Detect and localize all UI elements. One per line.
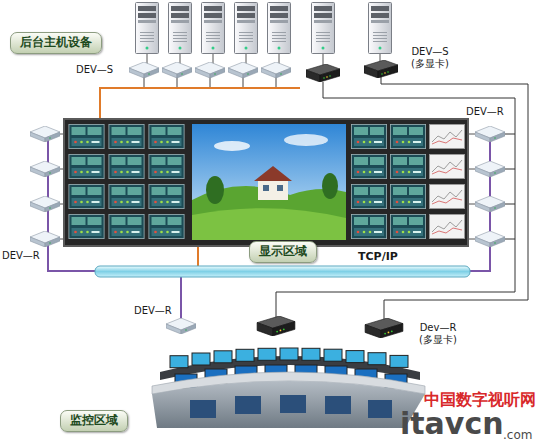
region-label: 监控区域 [60, 410, 128, 432]
device-label: DEV—S (多显卡) [404, 46, 456, 69]
watermark: itavcn [400, 409, 504, 439]
watermark: 中国数字视听网 [424, 391, 536, 409]
sender-devices [129, 60, 398, 82]
video-wall [63, 118, 469, 247]
region-title: 显示区域 [259, 244, 307, 260]
control-console [152, 348, 425, 428]
device-label: DEV—R [134, 305, 172, 317]
network-label: TCP/IP [358, 251, 398, 264]
region-label: 显示区域 [249, 241, 317, 263]
device-label: DEV—R [466, 106, 504, 118]
host-servers [136, 3, 392, 54]
region-title: 监控区域 [70, 413, 118, 429]
device-label: DEV—S [76, 64, 113, 76]
watermark: .com [503, 429, 532, 443]
device-label: Dev—R (多显卡) [412, 322, 464, 345]
receiver-devices [30, 126, 505, 338]
region-title: 后台主机设备 [20, 35, 92, 51]
device-label: DEV—R [2, 250, 40, 262]
region-label: 后台主机设备 [10, 32, 102, 54]
network-bus [95, 266, 470, 277]
wires [48, 54, 528, 320]
